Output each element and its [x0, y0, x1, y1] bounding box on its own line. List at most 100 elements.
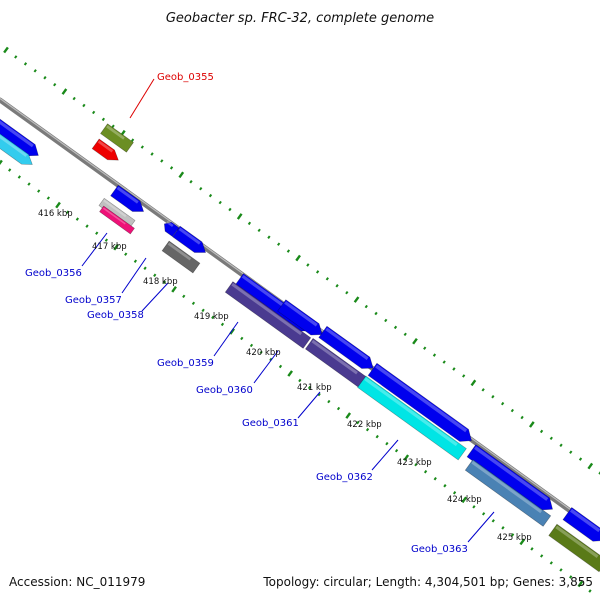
inner-tick: [414, 462, 418, 467]
outer-tick: [345, 290, 349, 295]
inner-tick: [287, 370, 294, 377]
outer-tick: [236, 213, 243, 220]
inner-tick: [423, 470, 428, 474]
gene-geob-0359: [224, 281, 312, 349]
gene-blue-feature-shine: [474, 446, 549, 501]
kbp-label: 420 kbp: [246, 348, 281, 358]
inner-tick: [133, 259, 138, 263]
inner-tick: [113, 243, 119, 251]
gene-geob-0362-shape: [357, 375, 467, 461]
accession-text: Accession: NC_011979: [9, 575, 145, 589]
outer-tick: [150, 152, 154, 156]
inner-tick: [375, 434, 379, 439]
outer-tick: [169, 166, 174, 170]
gene-blue-feature-shape: [318, 325, 374, 369]
leader-geob-0360: [253, 350, 279, 384]
gene-label: Geob_0360: [196, 385, 253, 396]
inner-tick: [17, 175, 21, 179]
outer-tick: [462, 374, 466, 378]
gene-olive-feature-shine: [555, 525, 599, 558]
outer-tick: [315, 270, 320, 274]
gene-geob-0359-shape: [224, 281, 312, 349]
inner-tick: [201, 308, 205, 313]
inner-tick: [55, 201, 61, 209]
outer-tick: [432, 353, 437, 357]
kbp-label: 416 kbp: [38, 209, 73, 219]
gene-small-blue-shine: [166, 220, 174, 228]
outer-tick: [412, 337, 418, 345]
outer-tick: [306, 263, 310, 267]
outer-tick: [53, 82, 57, 87]
gene-labels: Geob_0355Geob_0356Geob_0357Geob_0358Geob…: [25, 72, 468, 555]
inner-tick: [249, 343, 254, 348]
inner-tick: [75, 217, 80, 221]
inner-tick: [220, 322, 225, 327]
kbp-label: 423 kbp: [397, 458, 432, 468]
gene-blue-feature-shine: [116, 186, 139, 204]
outer-tick: [286, 249, 291, 253]
inner-tick: [530, 547, 534, 551]
inner-tick: [385, 441, 389, 446]
inner-tick: [259, 350, 263, 355]
gene-geob-0363-shape: [464, 459, 552, 527]
inner-tick: [403, 454, 410, 461]
outer-tick: [510, 408, 514, 413]
outer-tick: [140, 145, 144, 149]
kbp-label: 424 kbp: [447, 495, 482, 505]
gene-geob-0363-shine: [471, 461, 543, 514]
gene-geob-0356-pink-shape: [99, 205, 135, 235]
leader-geob-0363: [467, 511, 495, 543]
gene-block-cyan: [0, 124, 33, 165]
outer-tick: [228, 207, 232, 212]
gene-blue-feature-shine: [325, 327, 369, 360]
tick-rows: [0, 46, 600, 593]
outer-tick: [208, 193, 213, 198]
outer-tick: [3, 46, 9, 54]
outer-tick: [23, 62, 28, 66]
inner-tick: [307, 385, 312, 390]
outer-tick: [277, 242, 281, 246]
inner-tick: [162, 280, 167, 284]
gene-geob-0355-shine: [106, 125, 125, 140]
inner-tick: [588, 589, 592, 593]
outer-tick: [569, 450, 573, 454]
gene-geob-0357-shine: [167, 242, 192, 261]
gene-blue-feature-shape: [562, 507, 600, 542]
kbp-label: 419 kbp: [194, 312, 229, 322]
gene-blue-feature-shape: [466, 444, 553, 511]
outer-tick: [452, 367, 456, 371]
outer-tick: [578, 457, 583, 461]
inner-tick: [394, 448, 399, 453]
gene-features: [0, 108, 600, 573]
gene-geob-0356-pink-shine: [102, 207, 126, 225]
outer-tick: [353, 296, 360, 303]
gene-blue-feature-shine: [569, 508, 600, 533]
leader-geob-0361: [297, 391, 321, 419]
gene-olive-feature: [548, 523, 600, 573]
gene-geob-0357: [161, 240, 201, 274]
inner-tick: [171, 285, 177, 293]
gene-small-blue-shape: [163, 221, 180, 237]
outer-tick: [111, 124, 115, 128]
outer-tick: [14, 55, 18, 59]
gene-blue-feature-shine: [375, 364, 468, 433]
gene-geob-0357-shape: [161, 240, 201, 274]
outer-tick: [598, 471, 600, 475]
outer-tick: [539, 429, 544, 434]
outer-tick: [43, 76, 47, 80]
inner-tick: [559, 568, 563, 572]
inner-tick: [510, 533, 515, 537]
outer-tick: [257, 228, 261, 233]
outer-tick: [470, 379, 477, 387]
inner-tick: [356, 420, 360, 425]
gene-blue-feature-shine: [284, 301, 318, 327]
gene-geob-0355: [100, 123, 134, 153]
gene-block-blue-shine: [0, 110, 34, 148]
gene-geob-0356-pink: [99, 205, 135, 235]
outer-tick: [325, 277, 329, 281]
outer-tick: [528, 421, 535, 428]
gene-label: Geob_0356: [25, 268, 82, 279]
outer-tick: [384, 318, 388, 323]
gene-geob-0362: [357, 375, 467, 461]
outer-tick: [442, 360, 446, 364]
